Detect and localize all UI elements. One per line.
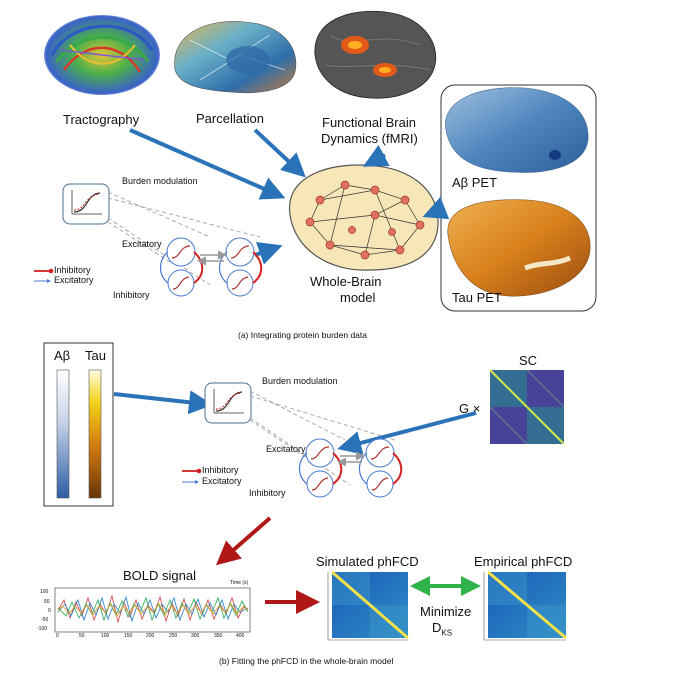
tau-pet-brain xyxy=(448,200,590,296)
bold-signal-plot xyxy=(55,588,250,632)
arrow-fmri-to-model xyxy=(370,155,385,163)
tau-pet-label: Tau PET xyxy=(452,290,502,305)
whole-brain-model-network xyxy=(290,165,439,270)
bold-x-tick: 0 xyxy=(56,633,59,639)
unit-a-1 xyxy=(161,238,203,296)
whole-brain-label-line2: model xyxy=(340,290,375,305)
empirical-phfcd-matrix xyxy=(484,572,566,640)
unit-a-2 xyxy=(220,238,262,296)
bold-x-tick: 100 xyxy=(101,633,109,639)
minimize-label: Minimize xyxy=(420,604,471,619)
bold-x-tick: 150 xyxy=(124,633,132,639)
sc-matrix xyxy=(490,370,564,444)
bold-y-tick: 50 xyxy=(44,599,50,605)
legend-excitatory-a: Excitatory xyxy=(54,275,94,285)
legend-excitatory-b: Excitatory xyxy=(202,476,242,486)
g-times-label: G × xyxy=(459,401,480,416)
fmri-label-line2: Dynamics (fMRI) xyxy=(321,131,418,146)
bold-x-tick: 250 xyxy=(169,633,177,639)
legend-a xyxy=(34,269,53,283)
simulated-phfcd-label: Simulated phFCD xyxy=(316,554,419,569)
abeta-colorbar-label: Aβ xyxy=(54,348,70,363)
bold-signal-label: BOLD signal xyxy=(123,568,196,583)
caption-a: (a) Integrating protein burden data xyxy=(238,330,367,340)
inhibitory-label-b: Inhibitory xyxy=(249,488,286,498)
tau-colorbar xyxy=(89,370,101,498)
empirical-phfcd-label: Empirical phFCD xyxy=(474,554,572,569)
simulated-phfcd-matrix xyxy=(328,572,408,640)
bold-y-tick: -50 xyxy=(41,617,48,623)
burden-modulation-plot-b xyxy=(205,383,251,423)
legend-inhibitory-b: Inhibitory xyxy=(202,465,239,475)
burden-modulation-plot-a xyxy=(63,184,109,224)
whole-brain-label-line1: Whole-Brain xyxy=(310,274,382,289)
tractography-image xyxy=(44,15,160,95)
bold-x-tick: 300 xyxy=(191,633,199,639)
tau-colorbar-label: Tau xyxy=(85,348,106,363)
fmri-label-line1: Functional Brain xyxy=(322,115,416,130)
arrow-neurons-to-model xyxy=(255,248,275,255)
arrow-units-to-bold xyxy=(222,518,270,560)
burden-modulation-label-b: Burden modulation xyxy=(262,376,338,386)
bold-x-tick: 400 xyxy=(236,633,244,639)
abeta-pet-label: Aβ PET xyxy=(452,175,497,190)
abeta-colorbar xyxy=(57,370,69,498)
bold-y-tick: 0 xyxy=(48,608,51,614)
dks-main: D xyxy=(432,620,441,635)
bold-y-tick: 100 xyxy=(40,589,48,595)
inhibitory-label-a: Inhibitory xyxy=(113,290,150,300)
bold-y-tick: -100 xyxy=(37,626,47,632)
neural-units-a xyxy=(161,238,262,296)
burden-modulation-label-a: Burden modulation xyxy=(122,176,198,186)
arrow-parcellation-to-model xyxy=(255,130,300,172)
sc-label: SC xyxy=(519,353,537,368)
neural-units-b xyxy=(300,439,402,497)
abeta-pet-brain xyxy=(445,88,588,173)
fmri-brain-image xyxy=(315,11,436,98)
excitatory-label-a: Excitatory xyxy=(122,239,162,249)
colorbar-box xyxy=(44,343,113,506)
legend-inhibitory-a: Inhibitory xyxy=(54,265,91,275)
bold-x-tick: 200 xyxy=(146,633,154,639)
parcellation-label: Parcellation xyxy=(196,111,264,126)
unit-b-2 xyxy=(360,439,402,497)
excitatory-label-b: Excitatory xyxy=(266,444,306,454)
bold-time-label: Time (s) xyxy=(230,580,248,586)
dks-subscript: KS xyxy=(441,629,452,638)
tractography-label: Tractography xyxy=(63,112,139,127)
bold-x-tick: 350 xyxy=(214,633,222,639)
bold-x-tick: 50 xyxy=(79,633,85,639)
dks-label: DKS xyxy=(432,620,452,638)
legend-b xyxy=(182,469,201,484)
arrow-sc-to-units xyxy=(345,413,476,447)
parcellation-image xyxy=(175,21,296,92)
arrow-colorbar-to-burden xyxy=(114,394,205,404)
caption-b: (b) Fitting the phFCD in the whole-brain… xyxy=(219,656,393,666)
